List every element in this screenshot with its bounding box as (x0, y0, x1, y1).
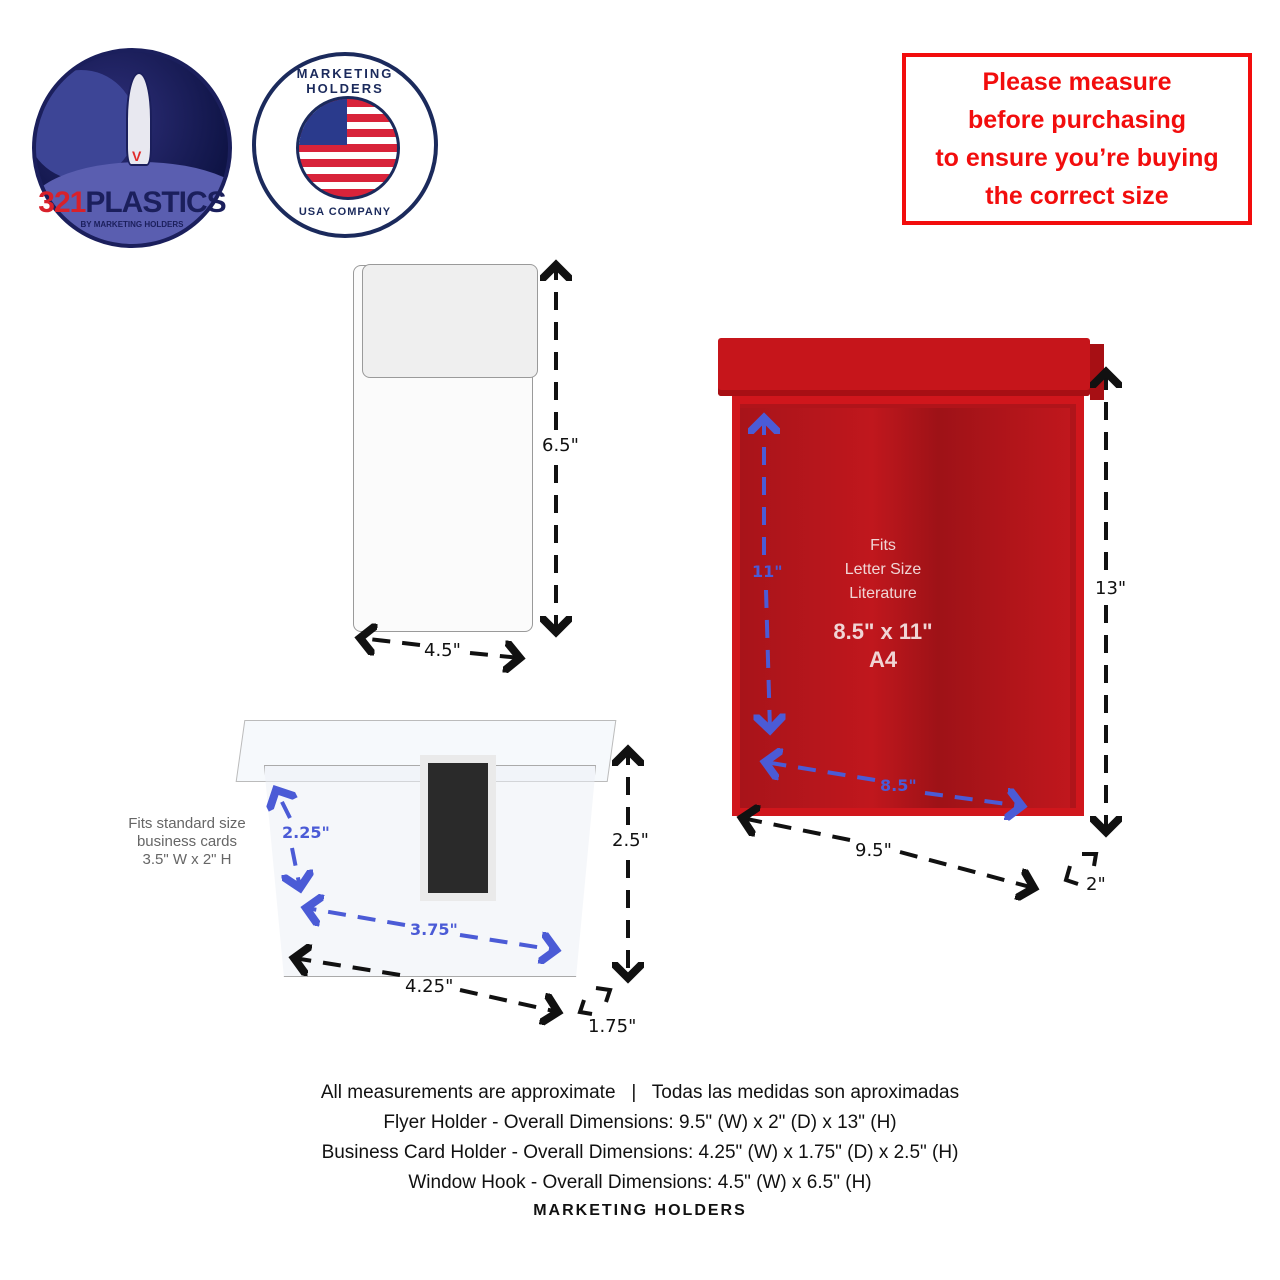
card-inner-width-label: 3.75" (410, 920, 458, 939)
card-fit-note: Fits standard size business cards 3.5" W… (128, 815, 246, 868)
flyer-depth-label: 2" (1086, 874, 1106, 895)
footer: All measurements are approximate | Todas… (0, 1078, 1280, 1220)
card-width-label: 4.25" (405, 976, 454, 997)
rocket-icon (126, 72, 152, 166)
logo-space-disc: V (32, 48, 232, 248)
badge-top-text: MARKETING HOLDERS (296, 66, 394, 96)
logo-tagline: BY MARKETING HOLDERS (80, 220, 184, 229)
sample-card (420, 755, 496, 901)
321-plastics-logo: V 321PLASTICS BY MARKETING HOLDERS (32, 48, 232, 248)
footer-card-dimensions: Business Card Holder - Overall Dimension… (321, 1142, 959, 1163)
window-hook-product (353, 264, 538, 632)
card-height-label: 2.5" (612, 830, 649, 851)
flyer-holder-product: Fits Letter Size Literature 8.5" x 11" A… (718, 338, 1114, 838)
footer-flyer-dimensions: Flyer Holder - Overall Dimensions: 9.5" … (383, 1112, 897, 1133)
flyer-size-text: 8.5" x 11" A4 (833, 619, 933, 672)
marketing-holders-usa-badge: MARKETING HOLDERS USA COMPANY (252, 52, 438, 238)
footer-disclaimer: All measurements are approximate | Todas… (320, 1082, 960, 1103)
hook-height-label: 6.5" (542, 435, 579, 456)
flyer-inner-panel (740, 408, 1070, 808)
flyer-width-label: 9.5" (855, 840, 892, 861)
card-inner-height-label: 2.25" (282, 823, 330, 842)
logo-wordmark: 321PLASTICS (38, 186, 226, 219)
notice-text: Please measure before purchasing to ensu… (935, 68, 1219, 210)
us-flag-icon (296, 96, 400, 200)
hook-width-label: 4.5" (424, 640, 461, 661)
flyer-lid (718, 338, 1090, 396)
planet-graphic (36, 70, 136, 180)
flyer-height-label: 13" (1095, 578, 1127, 599)
flyer-fit-text: Fits Letter Size Literature (844, 537, 922, 602)
hook-flap (362, 264, 538, 378)
depth-corner-icon (577, 852, 1099, 1016)
card-depth-label: 1.75" (588, 1016, 637, 1037)
footer-hook-dimensions: Window Hook - Overall Dimensions: 4.5" (… (408, 1172, 872, 1193)
rocket-v-mark: V (132, 148, 142, 164)
measure-notice-box: Please measure before purchasing to ensu… (902, 53, 1252, 225)
badge-bottom-text: USA COMPANY (298, 206, 392, 218)
footer-brand: MARKETING HOLDERS (533, 1202, 747, 1219)
cloud-graphic (36, 162, 228, 244)
flag-canton (299, 99, 347, 145)
flyer-inner-height-label: 11" (752, 562, 783, 581)
flyer-inner-width-label: 8.5" (880, 776, 917, 795)
